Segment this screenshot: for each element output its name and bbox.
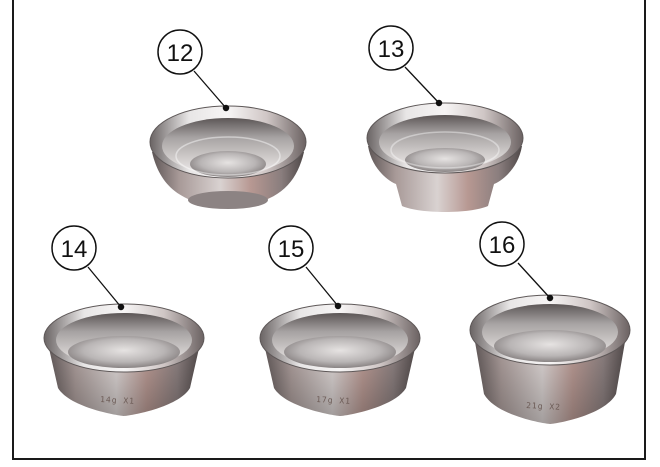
callout-13: 13 — [368, 25, 414, 71]
callout-16: 16 — [479, 221, 525, 267]
callout-14: 14 — [51, 225, 97, 271]
basket-12-floor — [190, 151, 266, 177]
filter-basket-16: 21g X2 — [469, 294, 631, 424]
filter-basket-15: 17g X1 — [259, 303, 421, 416]
basket-14-floor — [68, 336, 180, 368]
basket-14-engraving: 14g X1 — [100, 395, 135, 406]
leader-line-16 — [517, 262, 551, 299]
leader-dot-13 — [435, 99, 443, 107]
basket-13-floor — [405, 148, 485, 172]
leader-dot-16 — [546, 294, 554, 302]
callout-12: 12 — [157, 29, 203, 75]
callout-number-13: 13 — [378, 36, 405, 63]
basket-13-step — [390, 131, 500, 169]
basket-16-floor — [494, 330, 606, 362]
filter-basket-12 — [149, 105, 307, 209]
callout-number-12: 12 — [167, 40, 194, 67]
leader-line-13 — [404, 66, 440, 104]
callout-15: 15 — [268, 225, 314, 271]
basket-15-floor — [284, 336, 396, 368]
leader-line-14 — [87, 266, 122, 308]
callout-number-15: 15 — [278, 236, 305, 263]
leader-line-12 — [193, 70, 227, 109]
leader-dot-15 — [334, 302, 342, 310]
leader-line-15 — [305, 266, 339, 307]
basket-15-engraving: 17g X1 — [316, 395, 351, 406]
leader-dot-14 — [117, 303, 125, 311]
filter-basket-14: 14g X1 — [43, 303, 205, 416]
callout-number-16: 16 — [489, 232, 516, 259]
basket-12-step — [175, 136, 281, 176]
filter-basket-13 — [366, 102, 524, 212]
leader-dot-12 — [222, 104, 230, 112]
callout-number-14: 14 — [61, 236, 88, 263]
basket-12-base — [188, 191, 268, 209]
basket-16-engraving: 21g X2 — [526, 401, 561, 412]
